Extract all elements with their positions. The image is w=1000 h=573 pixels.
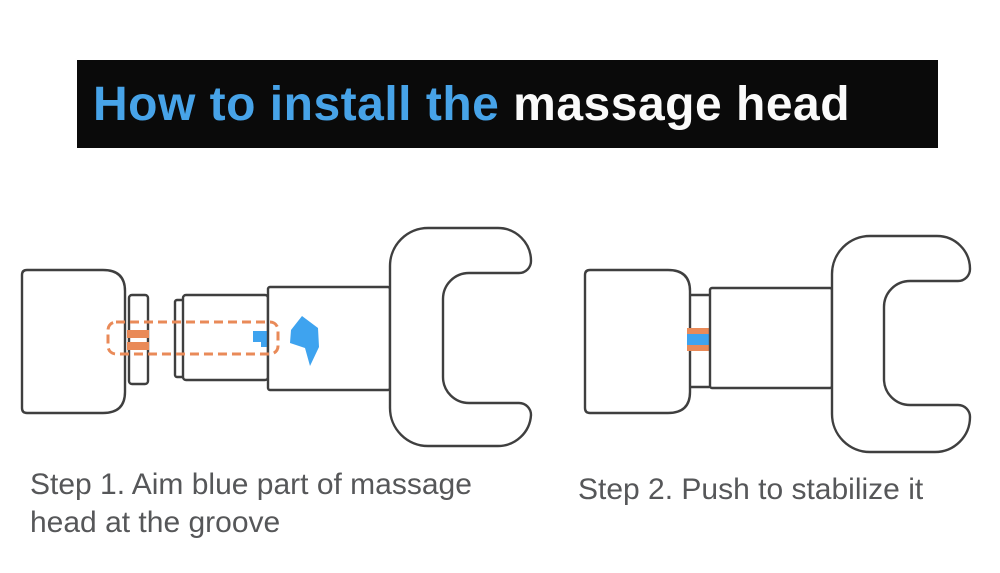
assembled-stripe-orange-bottom <box>687 345 711 351</box>
alignment-dashed-box <box>106 320 280 356</box>
title-rest-text: massage head <box>499 77 851 131</box>
step1-diagram <box>20 226 533 448</box>
title-highlight-text: How to install the <box>93 77 500 131</box>
groove-bar-top <box>127 330 149 338</box>
groove-bar-bottom <box>127 342 149 350</box>
step2-caption: Step 2. Push to stabilize it <box>578 473 924 506</box>
adapter-block-right <box>708 286 834 390</box>
head-collar-left <box>127 293 150 386</box>
step1-caption: Step 1. Aim blue part of massage head at… <box>30 468 472 539</box>
assembled-stripe-blue <box>687 334 711 345</box>
push-left-arrow-icon <box>290 316 319 366</box>
blue-key-tab <box>253 331 269 347</box>
massage-head-right <box>583 268 692 415</box>
assembled-stripe-orange-top <box>687 328 711 334</box>
step2-diagram <box>583 234 972 454</box>
title-banner: How to install the massage head <box>77 60 938 148</box>
adapter-block-left <box>266 285 392 392</box>
gun-fork-right <box>830 234 972 454</box>
gun-fork-left <box>388 226 533 448</box>
massage-head-left <box>20 268 127 415</box>
